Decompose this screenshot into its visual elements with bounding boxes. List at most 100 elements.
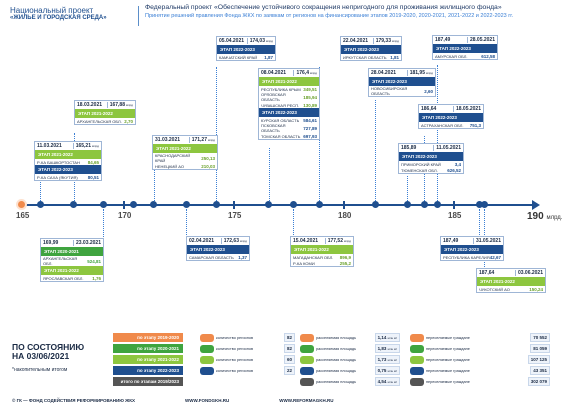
card-stage: ЭТАП 2021-2022	[75, 109, 135, 118]
leader-line	[216, 67, 217, 201]
region-value: 896,9	[339, 254, 351, 260]
card-stage: ЭТАП 2022-2023	[369, 77, 435, 86]
region-value: 626,52	[447, 167, 461, 173]
card-stage: ЭТАП 2021-2022	[35, 150, 101, 159]
timeline-label: 170	[118, 211, 132, 220]
map-icon	[200, 344, 214, 353]
card-date: 22.04.2021	[343, 38, 369, 44]
status-date: НА 03/06/2021	[12, 351, 70, 361]
region-name: САМАРСКАЯ ОБЛАСТЬ	[189, 254, 234, 260]
stat-value: 70 552	[530, 333, 550, 342]
stat-label: количество регионов	[216, 357, 254, 362]
stat-label: расселяемая площадь	[316, 335, 357, 340]
map-icon	[200, 333, 214, 342]
card-stage: ЭТАП 2021-2022	[153, 144, 217, 153]
region-name: Р-КА САХА (ЯКУТИЯ)	[37, 174, 78, 180]
region-name: ПРИМОРСКИЙ КРАЙ	[401, 161, 441, 167]
stat-value: 22	[283, 366, 295, 375]
stat-value: 0,75 млн м²	[374, 366, 400, 375]
timeline-start-marker	[16, 199, 27, 210]
region-value: 3,4	[454, 161, 461, 167]
region-name: КАМЧАТСКИЙ КРАЙ	[219, 54, 258, 60]
footer-site-link[interactable]: WWW.FONDGKH.RU	[184, 398, 230, 403]
timeline-axis	[22, 204, 534, 206]
region-name: ЧУКОТСКИЙ АО	[479, 286, 510, 292]
region-value: 2,70	[124, 118, 133, 124]
region-name: АРХАНГЕЛЬСКАЯ ОБЛ.	[43, 256, 78, 266]
region-value: 84,65	[87, 159, 99, 165]
stat-label: количество регионов	[216, 335, 254, 340]
people-icon	[410, 344, 424, 353]
region-name: ПСКОВСКАЯ ОБЛАСТЬ	[261, 123, 286, 133]
timeline-tick	[453, 201, 455, 209]
card-date: 18.03.2021	[77, 102, 103, 108]
card-date: 11.03.2021	[37, 143, 62, 149]
stat-value: 81 059	[530, 344, 550, 353]
card-region: ТЮМЕНСКАЯ ОБЛ.626,52	[399, 167, 463, 173]
footer-site-link[interactable]: WWW.REFORMAGKH.RU	[279, 398, 334, 403]
footer-org: © ГК — ФОНД СОДЕЙСТВИЯ РЕФОРМИРОВАНИЮ ЖК…	[12, 398, 135, 403]
legend-item: по этапу 2022-2023	[113, 366, 183, 375]
national-project-label: Национальный проект	[10, 6, 94, 15]
people-icon	[410, 377, 424, 386]
timeline-event-dot	[183, 201, 190, 208]
region-value: 524,81	[87, 258, 101, 264]
leader-line	[407, 176, 408, 201]
map-icon	[200, 355, 214, 364]
stat-label: количество регионов	[216, 346, 254, 351]
timeline-event-dot	[213, 201, 220, 208]
house-icon	[300, 377, 314, 386]
card-stage: ЭТАП 2021-2022	[291, 245, 353, 254]
region-name: РЕСПУБЛИКА КРЫМ	[261, 86, 301, 92]
stat-label: расселяемая площадь	[316, 357, 357, 362]
card-amount: 28.05.2021	[466, 37, 495, 43]
region-name: НЕНЕЦКИЙ АО	[155, 163, 184, 169]
card-amount: 165,21 млрд	[72, 143, 99, 149]
region-value: 2,60	[424, 88, 433, 94]
card-region: Р-КА САХА (ЯКУТИЯ)80,51	[35, 174, 101, 180]
region-value: 751,3	[469, 122, 481, 128]
stat-label: переселяемые граждане	[426, 357, 470, 362]
card-amount: 177,52 млрд	[324, 238, 351, 244]
card-header: 11.03.2021 165,21 млрд	[35, 142, 101, 150]
stat-row: расселяемая площадь 0,75 млн м²	[300, 366, 400, 375]
card-amount: 03.06.2021	[514, 270, 543, 276]
card-region: МАГАДАНСКАЯ ОБЛ.896,9	[291, 254, 353, 260]
region-value: 697,93	[303, 133, 317, 139]
legend-item: по этапу 2021-2022	[113, 355, 183, 364]
region-name: ИРКУТСКАЯ ОБЛАСТЬ	[343, 54, 387, 60]
stat-label: расселяемая площадь	[316, 368, 357, 373]
region-value: 210,03	[201, 163, 215, 169]
stat-label: количество регионов	[216, 368, 254, 373]
timeline-label: 180	[338, 211, 352, 220]
house-icon	[300, 366, 314, 375]
card-amount: 171,27 млрд	[188, 137, 215, 143]
timeline-event-dot	[70, 201, 77, 208]
leader-line	[293, 209, 294, 237]
federal-project-name: Федеральный проект «Обеспечение устойчив…	[145, 4, 502, 11]
leader-line	[40, 164, 41, 201]
